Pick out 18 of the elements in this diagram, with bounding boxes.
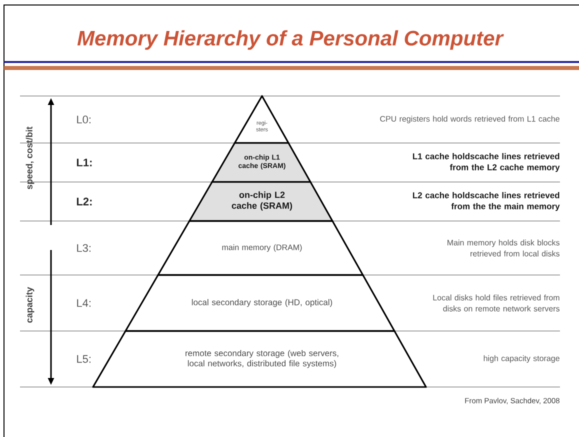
level-description: L2 cache holdscache lines retrieved from the the main memory [412, 192, 560, 211]
level-description: CPU registers hold words retrieved from L1 cache [380, 116, 560, 124]
title: Memory Hierarchy of a Personal Computer [77, 30, 504, 50]
level-description: L1 cache holdscache lines retrieved from the L2 cache memory [412, 153, 560, 172]
pyramid-level: remote secondary storage (web servers, local networks, distributed file systems) [92, 330, 427, 388]
pyramid-level: main memory (DRAM) [157, 220, 364, 276]
level-label: L3: [77, 244, 90, 252]
level-label: L4: [77, 299, 90, 307]
axis-label: capacity [26, 287, 34, 323]
level-description: Local disks hold files retrieved from disks on remote network servers [433, 294, 560, 312]
pyramid-level: local secondary storage (HD, optical) [124, 274, 396, 332]
level-description: high capacity storage [484, 355, 560, 363]
level-label: L1: [76, 158, 92, 166]
axis-label: speed, cost/bit [26, 126, 34, 190]
pyramid-level: on-chip L2 cache (SRAM) [188, 181, 334, 222]
level-label: L2: [76, 198, 92, 206]
level-description: Main memory holds disk blocks retrieved from local disks [448, 240, 560, 256]
level-label: L0: [77, 116, 90, 124]
